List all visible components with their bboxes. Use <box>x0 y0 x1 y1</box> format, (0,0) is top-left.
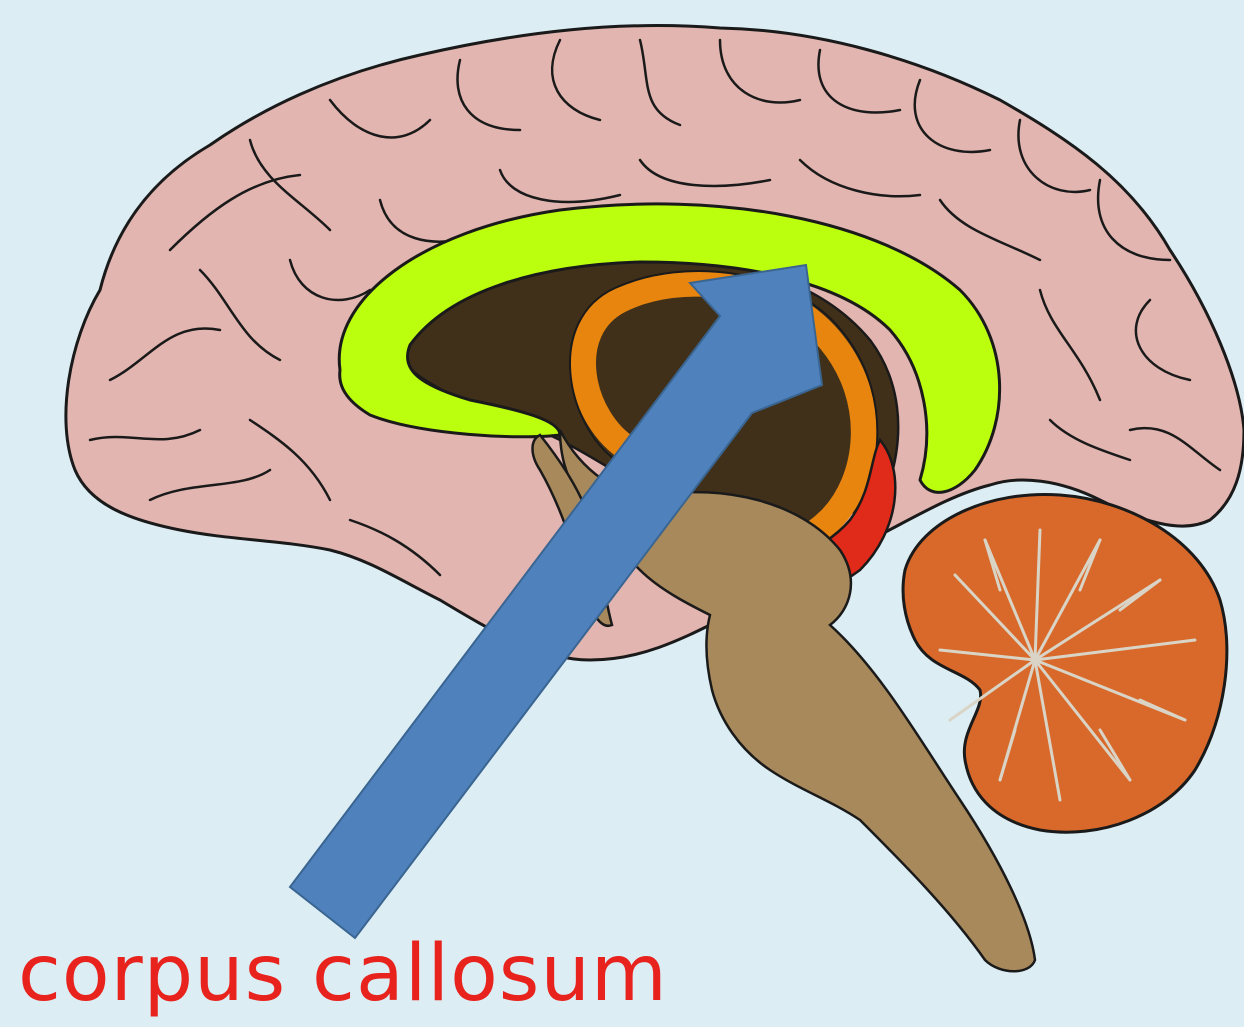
cerebellum-shape <box>903 494 1227 832</box>
structure-label: corpus callosum <box>18 935 668 1013</box>
